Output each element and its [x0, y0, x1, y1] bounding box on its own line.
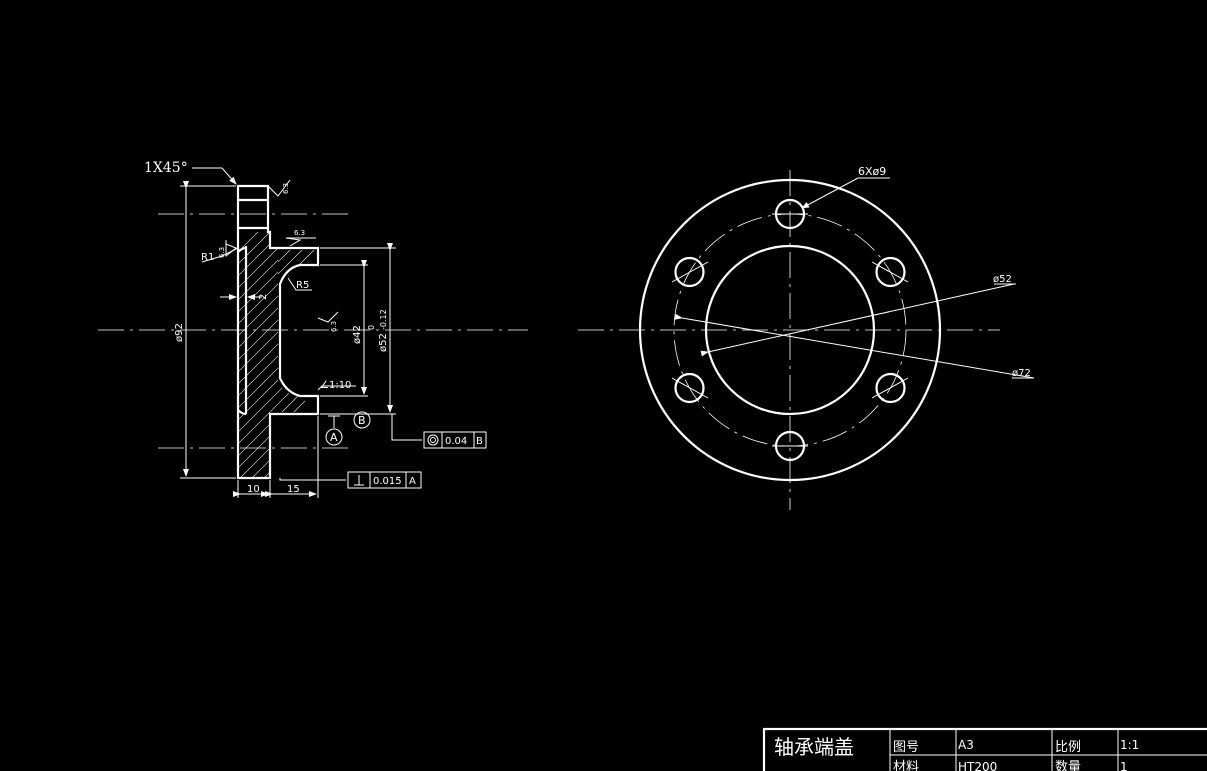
- bolt-hole: [674, 372, 705, 404]
- dim-phi42-text: ø42: [352, 325, 363, 344]
- title-drawing-no-label: 图号: [893, 740, 919, 755]
- title-block: 轴承端盖 图号 A3 比例 1:1 材料 HT200 数量 1: [762, 727, 1207, 771]
- title-scale-label: 比例: [1055, 740, 1081, 755]
- dim-phi72-front: ø72: [1012, 368, 1031, 379]
- svg-text:0.015: 0.015: [373, 476, 402, 487]
- svg-text:6.3: 6.3: [282, 183, 290, 194]
- dim-10-text: 10: [247, 484, 260, 495]
- datum-a-label: A: [330, 431, 338, 444]
- bolt-hole: [674, 256, 705, 288]
- dim-phi52-tol-upper: 0: [367, 325, 376, 330]
- section-hatch: [238, 199, 278, 477]
- inner-step-2: [237, 409, 247, 416]
- svg-text:0.04: 0.04: [445, 436, 467, 447]
- title-quantity-value: 1: [1120, 760, 1128, 771]
- roughness-symbol-4: 6.3: [317, 311, 339, 332]
- fcf-perpendicularity: 0.015 A: [347, 471, 422, 489]
- front-view: 6Xø9 ø52 ø72: [578, 165, 1035, 510]
- part-outline: [236, 184, 320, 480]
- bolt-holes: [671, 198, 909, 462]
- fcf-concentricity: 0.04 B: [423, 431, 487, 449]
- bolt-hole: [875, 256, 906, 288]
- radius-r1-label: R1: [201, 252, 214, 263]
- holes-label: 6Xø9: [858, 165, 886, 178]
- title-material-label: 材料: [893, 760, 919, 771]
- taper-label: ∠1:10: [320, 380, 351, 391]
- chamfer-label: 1X45°: [144, 160, 188, 176]
- dim-15-text: 15: [287, 484, 300, 495]
- dim-phi52-text: ø52: [378, 333, 389, 352]
- title-part-name: 轴承端盖: [774, 735, 854, 759]
- inner-circle: [704, 244, 876, 416]
- dim-phi52-tol-lower: -0.12: [379, 309, 388, 330]
- roughness-symbol-3: 6.3: [218, 240, 237, 258]
- datum-a-circle: [325, 428, 343, 446]
- title-quantity-label: 数量: [1055, 760, 1081, 771]
- roughness-symbol-1: 6.3: [267, 179, 291, 197]
- svg-text:6.3: 6.3: [218, 247, 226, 258]
- outer-circle: [638, 178, 942, 482]
- datum-b-circle: [353, 411, 371, 429]
- svg-text:6.3: 6.3: [330, 321, 338, 332]
- dim-2-text: 2: [258, 294, 269, 300]
- svg-text:A: A: [409, 476, 416, 487]
- title-material-value: HT200: [958, 760, 997, 771]
- inner-step: [237, 246, 247, 253]
- title-drawing-no-value: A3: [958, 738, 974, 752]
- dim-phi92-text: ø92: [174, 323, 185, 342]
- datum-b-label: B: [358, 414, 366, 427]
- radius-r5-label: R5: [296, 280, 309, 291]
- svg-text:6.3: 6.3: [294, 229, 305, 237]
- title-scale-value: 1:1: [1120, 738, 1139, 752]
- side-view: ø92 ø42 ø52 0 -0.12 10 15 2 1X45° R1 R5 …: [98, 160, 528, 498]
- svg-text:B: B: [476, 436, 483, 447]
- dim-phi52-front: ø52: [993, 274, 1012, 285]
- roughness-symbol-2: 6.3: [285, 229, 316, 247]
- bolt-hole: [875, 372, 906, 404]
